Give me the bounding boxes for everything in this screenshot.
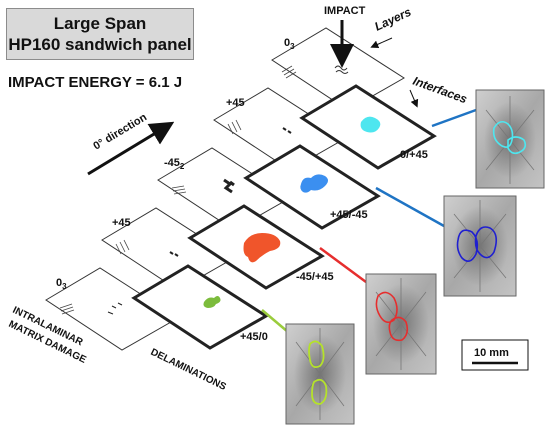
scale-bar-box [461,339,529,371]
direction-arrow [87,121,175,176]
hatch-icon [227,119,242,135]
cscan-photo-0 [475,89,545,189]
cscan-photo-1 [443,195,517,297]
delaminations-label: DELAMINATIONS [149,347,228,393]
interface-label-0: 0/+45 [400,149,428,161]
interface-plane-2 [187,204,325,290]
title-line-1: Large Span [53,14,147,33]
interfaces-label: Interfaces [411,74,469,107]
interface-plane-3 [131,264,269,350]
layers-label: Layers [372,5,413,34]
matrix-crack-icon [282,127,292,134]
connector-line-0 [431,108,477,128]
interface-label-3: +45/0 [240,331,268,343]
matrix-crack-icon [223,178,235,194]
connector-line-1 [375,186,445,228]
delamination-0-45 [360,116,381,133]
layer-label-3: +45 [112,217,131,229]
scale-bar-label: 10 mm [474,347,509,359]
direction-label: 0° direction [91,111,149,152]
layer-plane-0 [271,27,405,111]
hatch-icon [281,65,297,79]
delamination-m45-45 [243,233,281,263]
interfaces-pointer [409,89,419,108]
hatch-icon [59,303,75,315]
layers-pointer [370,37,393,49]
impact-label: IMPACT [324,5,366,17]
cscan-photo-2 [365,273,437,375]
hatch-icon [115,239,130,255]
layer-label-0: 03 [284,37,295,51]
delamination-45-m45 [300,174,328,193]
matrix-crack-icon [107,302,123,315]
layer-label-1: +45 [226,97,245,109]
outline-45-0 [308,340,328,405]
interface-label-1: +45/-45 [330,209,368,221]
outline-m45-45 [375,291,409,342]
interface-plane-1 [243,144,381,230]
connector-line-2 [319,246,367,284]
layer-label-4: 03 [56,277,67,291]
hatch-icon [171,185,187,195]
title-box: Large Span HP160 sandwich panel [6,8,194,60]
interface-label-2: -45/+45 [296,271,334,283]
layer-label-2: -452 [164,157,185,171]
impact-energy-label: IMPACT ENERGY = 6.1 J [8,74,183,91]
title-line-2: HP160 sandwich panel [8,35,192,54]
matrix-crack-icon [169,251,179,257]
outline-0-45 [492,120,527,155]
connector-line-3 [261,309,289,333]
interface-plane-0 [299,84,437,170]
cscan-photo-3 [285,323,355,425]
outline-45-m45 [456,226,498,262]
delamination-45-0 [203,296,221,308]
